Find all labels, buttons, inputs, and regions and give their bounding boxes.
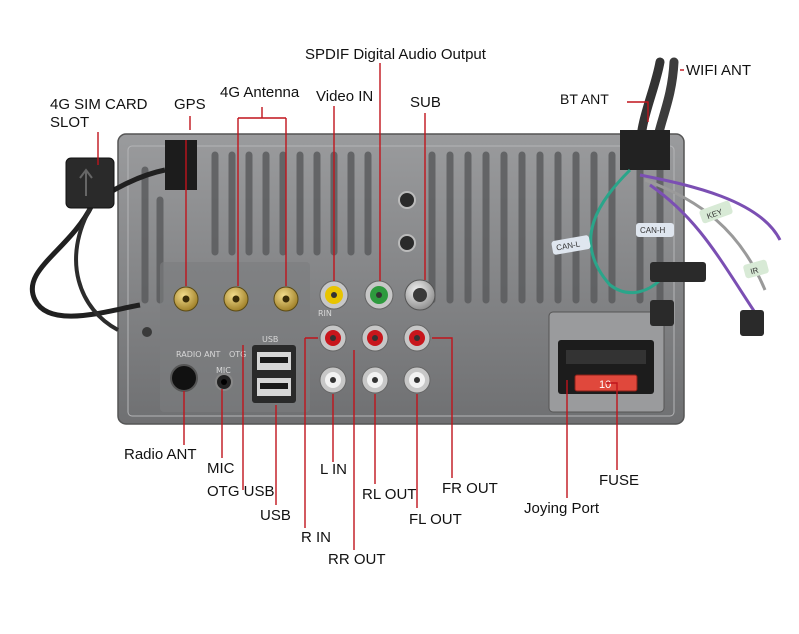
label-sim-card-line2: SLOT [50, 114, 90, 131]
tag-can-h [636, 223, 674, 237]
panel-text-rin: RIN [318, 309, 332, 318]
tag-text-can-l: CAN-L [556, 239, 582, 252]
label-video-in: Video IN [316, 88, 374, 105]
label-mic: MIC [207, 460, 235, 477]
label-4g-antenna: 4G Antenna [220, 84, 300, 101]
label-sub: SUB [410, 94, 441, 111]
panel-text-mic: MIC [216, 366, 231, 375]
panel-text-radio-ant: RADIO ANT [176, 350, 221, 359]
label-radio-ant: Radio ANT [124, 446, 197, 463]
label-joying-port: Joying Port [524, 500, 600, 517]
label-r-in: R IN [301, 529, 331, 546]
label-wifi-ant: WIFI ANT [686, 62, 751, 79]
gps-and-4g-connectors [165, 140, 299, 312]
usb-ports [252, 345, 296, 403]
tag-text-ir: IR [749, 266, 759, 277]
sim-card-cable [29, 157, 166, 332]
tag-key [699, 200, 733, 224]
label-usb: USB [260, 507, 291, 524]
tag-can-l [551, 235, 591, 255]
label-otg-usb: OTG USB [207, 483, 275, 500]
rca-jacks [319, 279, 436, 394]
tag-ir [743, 259, 769, 279]
label-bt-ant: BT ANT [560, 91, 609, 107]
leader-lines [97, 63, 684, 550]
label-sim-card-line1: 4G SIM CARD [50, 96, 148, 113]
tag-text-can-h: CAN-H [640, 226, 666, 235]
harness-port [548, 311, 665, 413]
panel-text-otg: OTG [229, 350, 246, 359]
label-gps: GPS [174, 96, 206, 113]
label-spdif: SPDIF Digital Audio Output [305, 46, 486, 63]
label-rr-out: RR OUT [328, 551, 386, 568]
panel-text-usb: USB [262, 335, 278, 344]
label-fr-out: FR OUT [442, 480, 498, 497]
label-fuse: FUSE [599, 472, 640, 489]
label-fl-out: FL OUT [409, 511, 462, 528]
label-rl-out: RL OUT [362, 486, 417, 503]
label-l-in: L IN [320, 461, 347, 478]
antenna-and-wire-bundle [551, 57, 782, 336]
fuse-value: 10 [599, 379, 611, 391]
